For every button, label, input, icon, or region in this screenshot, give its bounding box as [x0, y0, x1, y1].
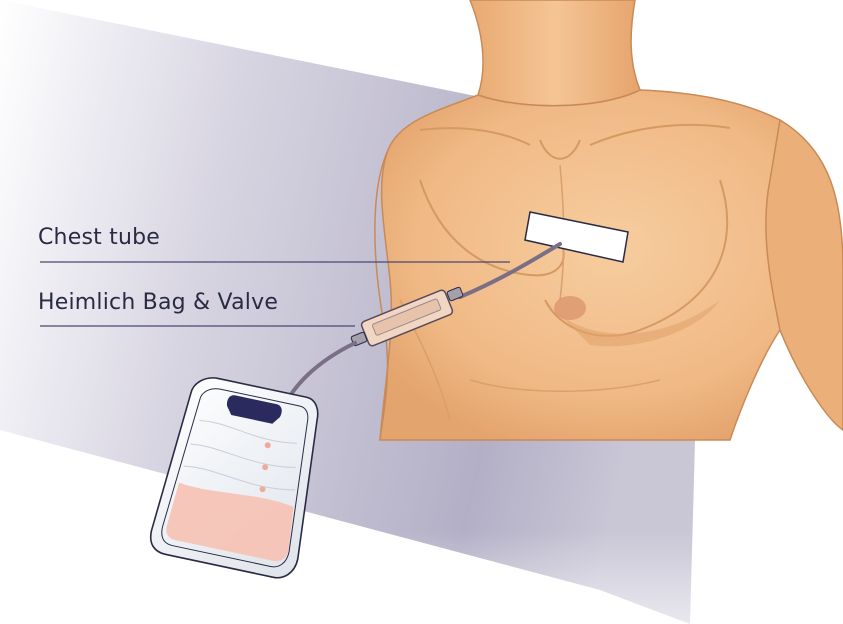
chest-tube-label: Chest tube: [38, 225, 160, 250]
nipple: [554, 296, 586, 320]
neck: [470, 0, 640, 106]
heimlich-label: Heimlich Bag & Valve: [38, 290, 278, 315]
